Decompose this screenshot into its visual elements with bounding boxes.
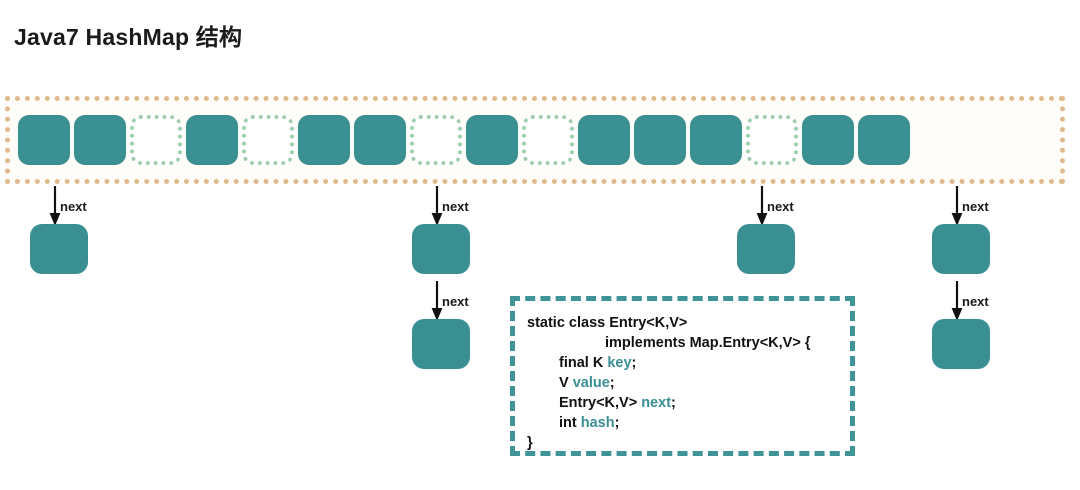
code-text: static class Entry<K,V> [527, 315, 688, 331]
next-label: next [442, 199, 469, 214]
code-line-0: static class Entry<K,V> [527, 313, 840, 333]
bucket-slot-5-filled[interactable] [298, 115, 350, 165]
code-line-3: V value; [527, 373, 840, 393]
chain-4-next-arrow-1: next [948, 186, 989, 228]
code-field-name: value [572, 375, 610, 391]
next-label: next [442, 294, 469, 309]
code-body: static class Entry<K,V> implements Map.En… [527, 313, 840, 453]
bucket-slot-1-filled[interactable] [74, 115, 126, 165]
code-text: ; [631, 355, 637, 371]
chain-2-next-arrow-2: next [428, 281, 469, 323]
bucket-slot-9-empty[interactable] [522, 115, 574, 165]
code-line-2: final K key; [527, 353, 840, 373]
chain-1-entry-node-1[interactable] [30, 224, 88, 274]
bucket-slot-13-empty[interactable] [746, 115, 798, 165]
code-field-name: key [607, 355, 632, 371]
code-text: } [527, 435, 533, 451]
code-text: ; [671, 395, 676, 411]
code-line-1: implements Map.Entry<K,V> { [527, 333, 840, 353]
bucket-slot-12-filled[interactable] [690, 115, 742, 165]
bucket-slot-0-filled[interactable] [18, 115, 70, 165]
chain-2-entry-node-1[interactable] [412, 224, 470, 274]
page-title: Java7 HashMap 结构 [14, 24, 243, 50]
chain-2-entry-node-2[interactable] [412, 319, 470, 369]
entry-class-code-box: static class Entry<K,V> implements Map.En… [510, 296, 855, 456]
chain-1-next-arrow-1: next [46, 186, 87, 228]
bucket-slot-8-filled[interactable] [466, 115, 518, 165]
chain-4-next-arrow-2: next [948, 281, 989, 323]
code-text: implements Map.Entry<K,V> { [605, 335, 811, 351]
bucket-slot-3-filled[interactable] [186, 115, 238, 165]
chain-4-entry-node-1[interactable] [932, 224, 990, 274]
bucket-slot-6-filled[interactable] [354, 115, 406, 165]
code-text: ; [609, 375, 615, 391]
code-text: V [559, 375, 573, 391]
code-line-5: int hash; [527, 413, 840, 433]
bucket-slot-2-empty[interactable] [130, 115, 182, 165]
bucket-slot-14-filled[interactable] [802, 115, 854, 165]
code-text: int [559, 415, 581, 431]
code-line-6: } [527, 433, 840, 453]
code-text: Entry<K,V> [559, 395, 642, 411]
next-label: next [962, 199, 989, 214]
next-label: next [767, 199, 794, 214]
code-text: ; [614, 415, 620, 431]
chain-3-entry-node-1[interactable] [737, 224, 795, 274]
bucket-slot-15-filled[interactable] [858, 115, 910, 165]
chain-2-next-arrow-1: next [428, 186, 469, 228]
bucket-slot-11-filled[interactable] [634, 115, 686, 165]
bucket-slot-7-empty[interactable] [410, 115, 462, 165]
bucket-slot-10-filled[interactable] [578, 115, 630, 165]
code-line-4: Entry<K,V> next; [527, 393, 840, 413]
hashmap-bucket-array [5, 96, 1065, 184]
bucket-slot-track [10, 101, 1060, 179]
chain-3-next-arrow-1: next [753, 186, 794, 228]
chain-4-entry-node-2[interactable] [932, 319, 990, 369]
code-text: final K [559, 355, 608, 371]
bucket-slot-4-empty[interactable] [242, 115, 294, 165]
code-field-name: hash [580, 415, 615, 431]
code-field-name: next [641, 395, 672, 411]
next-label: next [60, 199, 87, 214]
next-label: next [962, 294, 989, 309]
